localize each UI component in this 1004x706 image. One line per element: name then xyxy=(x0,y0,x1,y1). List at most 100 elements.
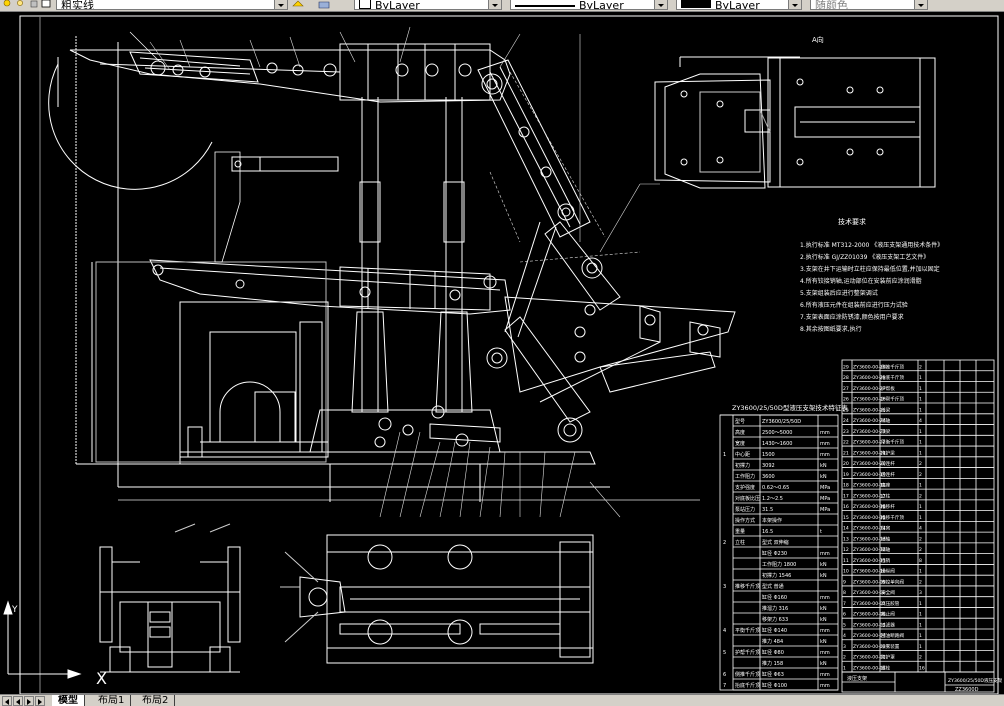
spec-cell-unit: mm xyxy=(820,452,830,458)
chevron-down-icon xyxy=(654,0,667,9)
canopy-raised xyxy=(69,49,511,103)
layer-dropdown[interactable]: 粗实线 xyxy=(56,0,288,10)
layer-sun-icon xyxy=(17,0,23,6)
spec-cell-value: 推力 158 xyxy=(762,660,783,667)
spec-cell-name: 初撑力 xyxy=(735,462,750,469)
parts-cell-code: ZY3600-00-08 xyxy=(853,590,886,596)
parts-cell-no: 5 xyxy=(843,622,846,628)
title-drawing-no: ZZ3600D xyxy=(955,687,979,693)
color-dropdown[interactable]: ByLayer xyxy=(354,0,502,10)
spec-cell-value: 16.5 xyxy=(762,529,773,535)
plotstyle-dropdown[interactable]: 随颜色 xyxy=(810,0,928,10)
layer-previous-icon[interactable] xyxy=(318,0,330,10)
parts-cell-qty: 4 xyxy=(919,418,922,424)
layer-bulb-icon xyxy=(3,0,11,7)
spec-cell-name: 操作方式 xyxy=(735,517,755,524)
parts-cell-name: 销轴 xyxy=(881,535,891,542)
spec-cell-value: 1430～1600 xyxy=(762,441,792,447)
spec-cell-unit: kN xyxy=(820,606,827,612)
parts-cell-qty: 3 xyxy=(919,590,922,596)
parts-cell-no: 16 xyxy=(843,504,849,510)
parts-cell-qty: 2 xyxy=(919,461,922,467)
tech-req-line: 8.其余按图纸要求,执行 xyxy=(800,325,862,333)
spec-cell-unit: mm xyxy=(820,441,830,447)
chevron-down-icon xyxy=(488,0,501,9)
spec-cell-name: 重量 xyxy=(735,528,745,535)
parts-cell-code: ZY3600-00-20 xyxy=(853,461,886,467)
spec-cell-unit: mm xyxy=(820,551,830,557)
parts-cell-qty: 1 xyxy=(919,569,922,575)
parts-cell-code: ZY3600-00-05 xyxy=(853,622,886,628)
color-swatch xyxy=(359,0,371,9)
chevron-down-icon xyxy=(274,0,287,9)
end-view xyxy=(99,523,241,673)
parts-cell-code: ZY3600-00-14 xyxy=(853,526,886,532)
spec-cell-unit: mm xyxy=(820,672,830,678)
linetype-value: ByLayer xyxy=(579,0,624,10)
parts-cell-no: 22 xyxy=(843,440,849,446)
spec-cell-unit: kN xyxy=(820,562,827,568)
parts-cell-code: ZY3600-00-03 xyxy=(853,644,886,650)
parts-cell-name: 安全阀 xyxy=(881,589,895,596)
spec-cell-value: 型式 双伸缩 xyxy=(762,539,789,546)
parts-cell-code: ZY3600-00-24 xyxy=(853,418,886,424)
parts-cell-name: 回油断路阀 xyxy=(881,632,904,639)
parts-cell-name: 平衡千斤顶 xyxy=(881,439,904,446)
parts-cell-code: ZY3600-00-29 xyxy=(853,364,886,370)
tab-model[interactable]: 模型 xyxy=(52,695,85,706)
parts-cell-code: ZY3600-00-04 xyxy=(853,633,886,639)
parts-cell-qty: 2 xyxy=(919,579,922,585)
tab-layout1[interactable]: 布局1 xyxy=(92,695,132,706)
parts-cell-qty: 1 xyxy=(919,397,922,403)
parts-cell-qty: 2 xyxy=(919,547,922,553)
parts-cell-qty: 2 xyxy=(919,472,922,478)
parts-cell-qty: 1 xyxy=(919,483,922,489)
parts-cell-qty: 1 xyxy=(919,386,922,392)
tab-last-button[interactable] xyxy=(35,696,45,706)
parts-cell-no: 21 xyxy=(843,450,849,456)
spec-cell-value: 缸径 Φ230 xyxy=(762,550,787,557)
tab-prev-button[interactable] xyxy=(13,696,23,706)
parts-cell-no: 4 xyxy=(843,633,846,639)
caving-shield xyxy=(477,59,591,238)
tab-next-button[interactable] xyxy=(24,696,34,706)
spec-cell-unit: kN xyxy=(820,639,827,645)
layout-tabs-bar: 模型 布局1 布局2 xyxy=(0,694,1004,706)
parts-cell-code: ZY3600-00-07 xyxy=(853,601,886,607)
tech-req-line: 4.所有铰接销轴,运动部位在安装前应涂润滑脂 xyxy=(800,277,922,285)
parts-cell-no: 17 xyxy=(843,493,849,499)
spec-table-title: ZY3600/25/50D型液压支架技术特征表 xyxy=(732,403,848,412)
spec-cell-value: 工作阻力 1800 xyxy=(762,561,796,568)
linetype-dropdown[interactable]: ByLayer xyxy=(510,0,668,10)
layer-value: 粗实线 xyxy=(61,0,94,10)
spec-cell-name: 对底板比压 xyxy=(735,495,760,502)
parts-cell-name: 喷雾装置 xyxy=(881,643,900,650)
parts-cell-name: 推移杆 xyxy=(881,503,895,510)
parts-cell-code: ZY3600-00-13 xyxy=(853,536,886,542)
parts-cell-name: 液控单向阀 xyxy=(881,578,904,585)
parts-cell-no: 19 xyxy=(843,472,849,478)
layer-color-icon xyxy=(41,0,51,8)
ucs-y-label: Y xyxy=(11,605,18,615)
parts-cell-qty: 2 xyxy=(919,536,922,542)
spec-cell-value: 推溜力 316 xyxy=(762,605,788,612)
parts-cell-code: ZY3600-00-27 xyxy=(853,386,886,392)
make-layer-current-icon[interactable] xyxy=(292,0,304,10)
tab-layout2[interactable]: 布局2 xyxy=(136,695,176,706)
spec-cell-no: 6 xyxy=(723,672,726,678)
parts-cell-no: 14 xyxy=(843,526,849,532)
linetype-swatch xyxy=(515,5,575,7)
parts-cell-code: ZY3600-00-25 xyxy=(853,407,886,413)
spec-cell-value: 缸径 Φ80 xyxy=(762,649,784,656)
tab-first-button[interactable] xyxy=(2,696,12,706)
parts-cell-qty: 1 xyxy=(919,375,922,381)
parts-cell-name: 前连杆 xyxy=(881,460,895,467)
parts-cell-code: ZY3600-00-16 xyxy=(853,504,886,510)
parts-cell-name: 后连杆 xyxy=(881,471,895,478)
model-space-canvas[interactable]: A向 技术要求 1.执行标准 MT312-2000 《液压支架通用技术条件》2.… xyxy=(0,12,1004,694)
spec-cell-no: 3 xyxy=(723,584,726,590)
parts-cell-no: 7 xyxy=(843,601,846,607)
lineweight-dropdown[interactable]: ByLayer xyxy=(676,0,802,10)
parts-cell-qty: 2 xyxy=(919,364,922,370)
